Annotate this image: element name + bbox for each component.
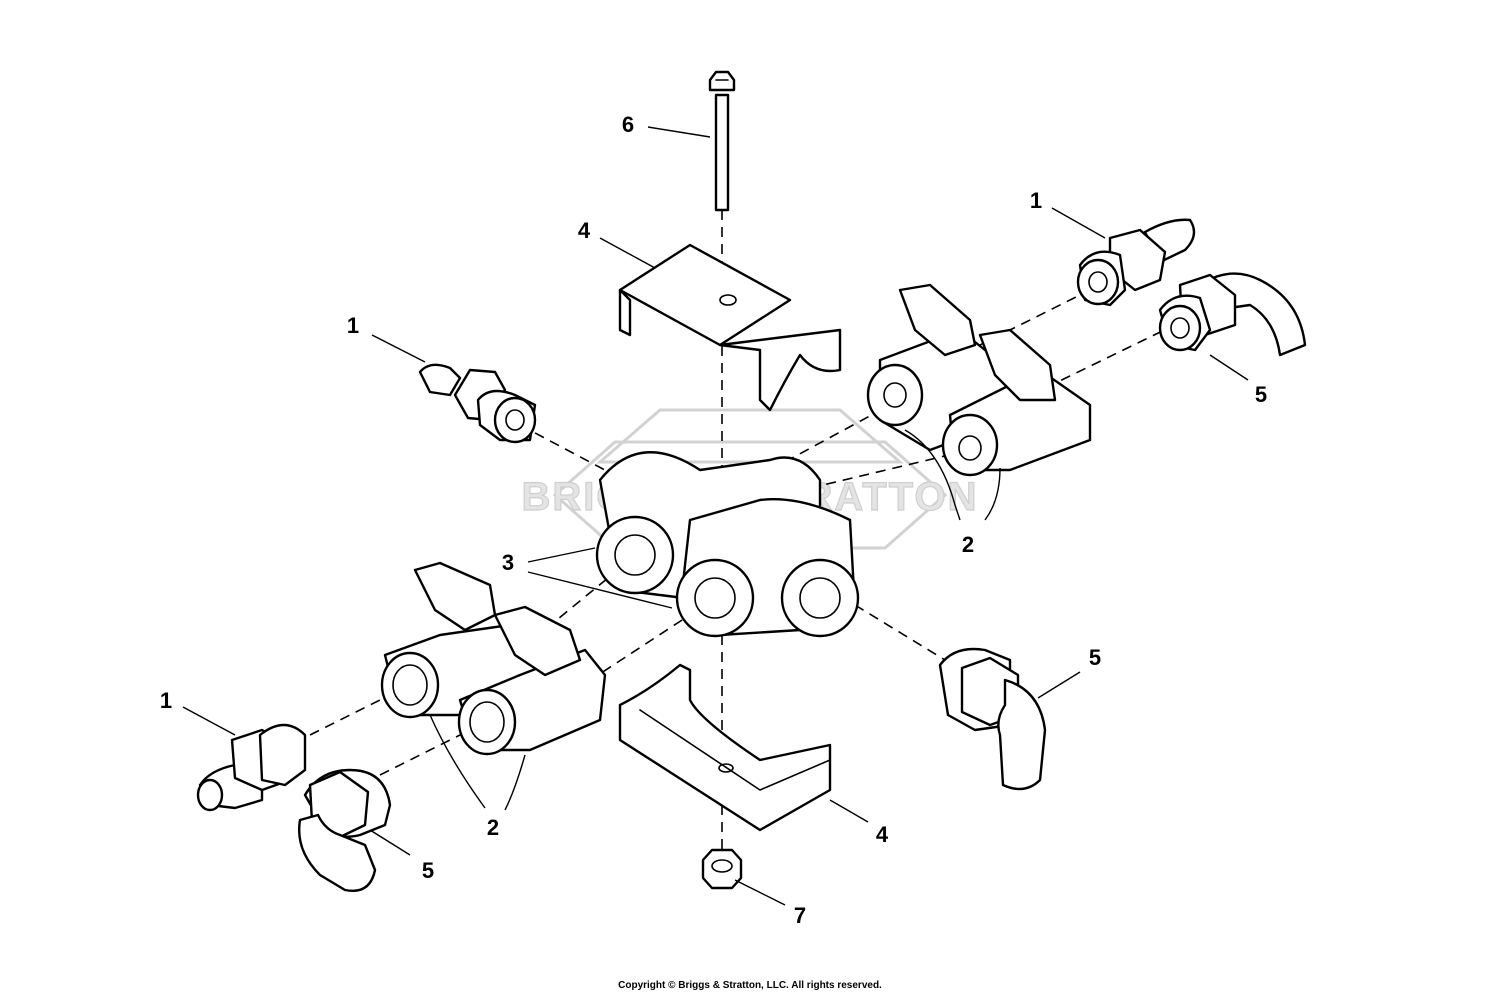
copyright-notice: Copyright © Briggs & Stratton, LLC. All … [618, 980, 882, 991]
callout-2-left: 2 [487, 815, 499, 840]
callout-1-left: 1 [347, 313, 359, 338]
callout-1-right: 1 [1030, 188, 1042, 213]
elbow-lower-left [298, 768, 392, 892]
callout-4-top: 4 [578, 218, 591, 243]
valve-left-lower [457, 605, 607, 756]
elbow-upper-right [1158, 272, 1307, 357]
callout-1-bottom: 1 [160, 688, 172, 713]
manifold-tees [595, 451, 860, 638]
hose-barb-upper-left [418, 363, 537, 444]
callout-5-right-top: 5 [1255, 382, 1267, 407]
hex-nut [701, 848, 743, 890]
valve-right-lower [941, 328, 1092, 477]
top-bracket [618, 243, 842, 412]
callout-6: 6 [622, 112, 634, 137]
callout-4-bottom: 4 [876, 822, 889, 847]
hose-barb-upper-right [1076, 218, 1196, 307]
callout-7: 7 [794, 903, 806, 928]
leader-lines [182, 126, 1249, 906]
elbow-mid-right [938, 647, 1047, 791]
callout-5-right-mid: 5 [1089, 645, 1101, 670]
hose-barb-lower-left [196, 723, 307, 812]
bottom-bracket [618, 663, 832, 832]
bolt [708, 70, 736, 212]
callout-3: 3 [502, 550, 514, 575]
callout-5-left: 5 [422, 858, 434, 883]
callout-2-right: 2 [962, 532, 974, 557]
callout-labels: 6 4 1 1 5 2 3 5 1 2 5 4 7 [160, 112, 1267, 928]
